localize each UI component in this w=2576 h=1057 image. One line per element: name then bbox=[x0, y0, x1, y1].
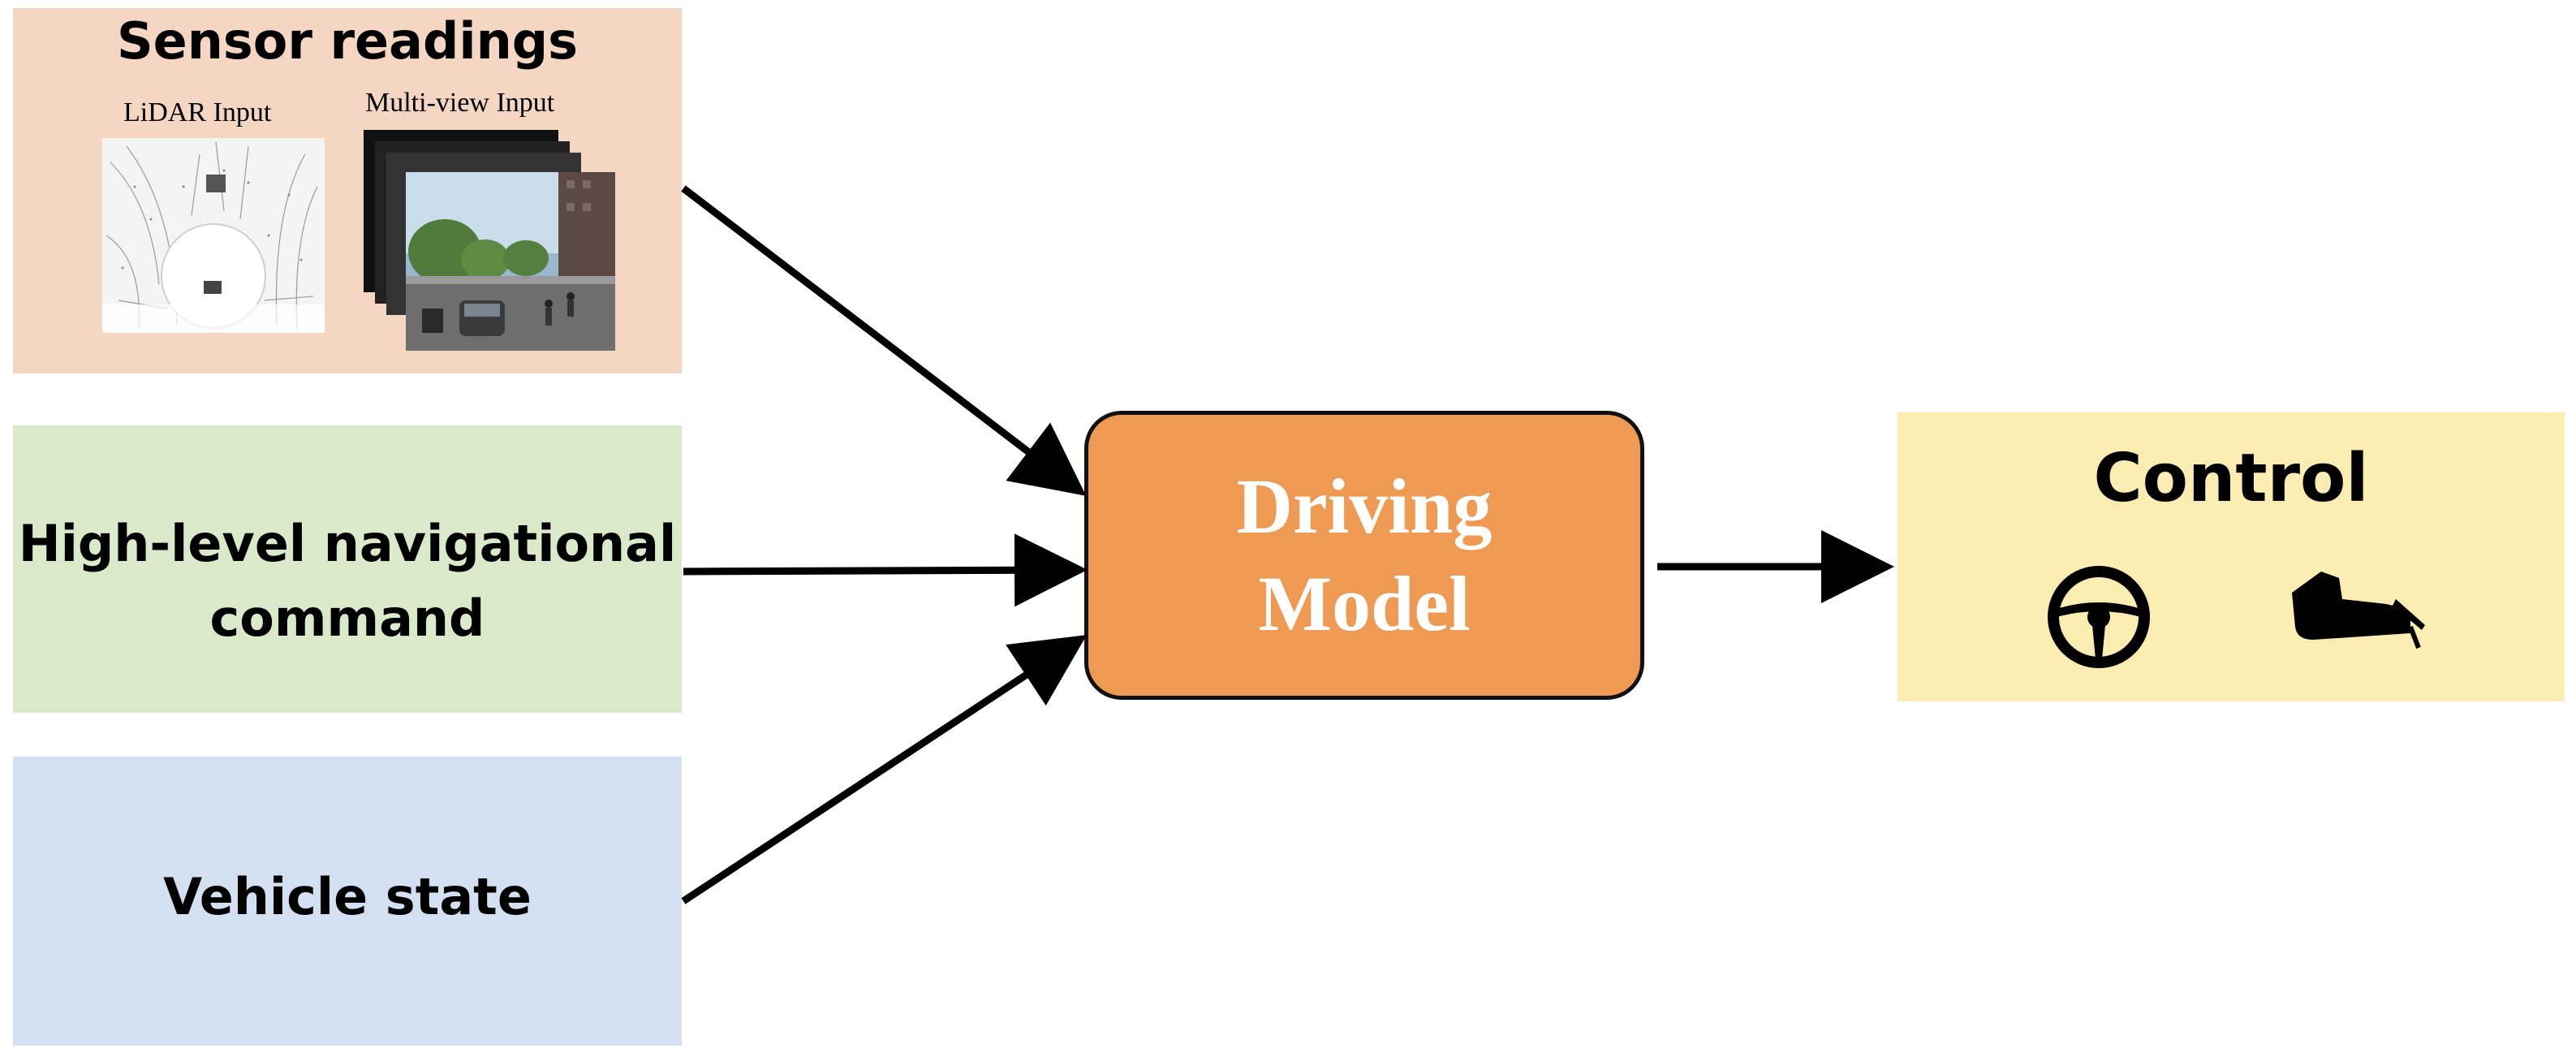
multiview-input-label: Multi-view Input bbox=[365, 88, 555, 118]
sensor-readings-title: Sensor readings bbox=[116, 11, 579, 71]
driving-model-label: Driving Model bbox=[1236, 463, 1493, 647]
control-title: Control bbox=[2093, 440, 2369, 517]
vehicle-state-label: Vehicle state bbox=[163, 867, 532, 926]
lidar-input-label: LiDAR Input bbox=[123, 97, 272, 127]
vehicle-state-box: Vehicle state bbox=[13, 757, 682, 1046]
control-box: Control bbox=[1898, 412, 2565, 701]
navigational-command-label: High-level navigational command bbox=[18, 514, 677, 648]
sensor-readings-box: Sensor readings LiDAR Input Multi-view I… bbox=[13, 8, 682, 373]
navigational-command-box: High-level navigational command bbox=[13, 425, 682, 713]
lidar-input-image bbox=[102, 138, 325, 333]
steering-wheel-icon bbox=[2048, 566, 2150, 668]
arrow-sensor-to-model bbox=[681, 185, 1087, 496]
pedal-icon bbox=[2292, 572, 2425, 649]
arrow-command-to-model bbox=[683, 533, 1088, 607]
multiview-input-image-stack bbox=[364, 130, 615, 351]
arrow-state-to-model bbox=[681, 635, 1088, 904]
driving-model-box: Driving Model bbox=[1084, 411, 1644, 700]
